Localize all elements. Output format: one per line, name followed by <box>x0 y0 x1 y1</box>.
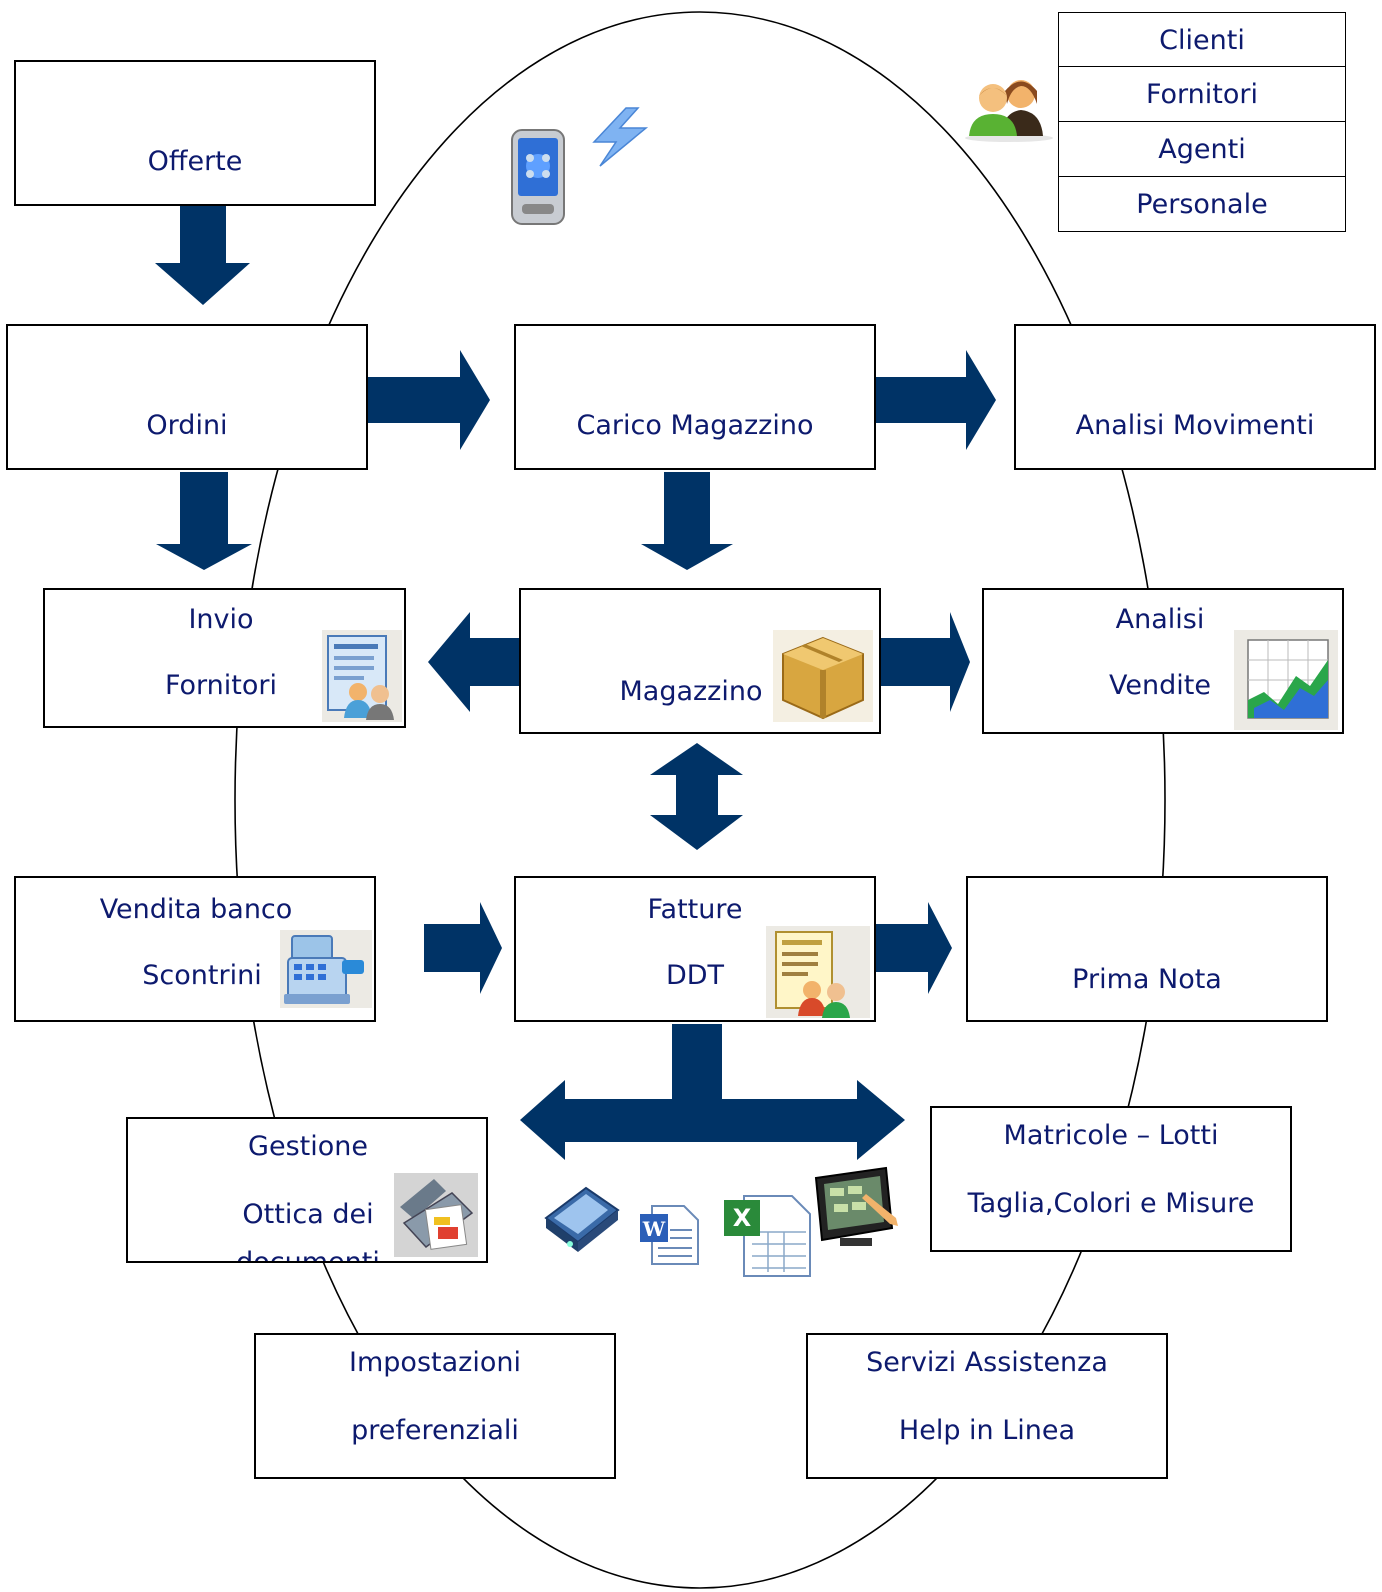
arrow-ordini-to-invio <box>156 472 252 570</box>
contacts-legend: Clienti Fornitori Agenti Personale <box>1058 12 1346 232</box>
box-impostazioni-line1: Impostazioni <box>349 1347 521 1378</box>
box-servizi-line2: Help in Linea <box>898 1415 1076 1446</box>
arrow-carico-to-magazzino <box>641 472 733 570</box>
box-ordini[interactable]: Ordini <box>6 324 368 470</box>
users-icon <box>965 80 1053 142</box>
box-impostazioni-line2: preferenziali <box>351 1415 519 1446</box>
legend-item-fornitori[interactable]: Fornitori <box>1058 67 1346 122</box>
box-fatture-line1: Fatture <box>647 894 743 925</box>
pda-icon <box>511 129 565 225</box>
sales-chart-icon <box>1234 630 1338 730</box>
legend-item-agenti[interactable]: Agenti <box>1058 122 1346 177</box>
box-analisi-movimenti[interactable]: Analisi Movimenti <box>1014 324 1376 470</box>
arrow-magazzino-to-analisi-vendite <box>880 612 970 712</box>
arrow-fatture-to-prima-nota <box>875 902 952 994</box>
box-vendita-banco[interactable]: Vendita banco Scontrini <box>14 876 376 1022</box>
box-matricole-lotti[interactable]: Matricole – Lotti Taglia,Colori e Misure <box>930 1106 1292 1252</box>
cash-register-icon <box>280 930 372 1008</box>
box-offerte-label: Offerte <box>147 146 243 177</box>
invoice-card-icon <box>766 926 870 1018</box>
box-offerte[interactable]: Offerte <box>14 60 376 206</box>
scanner-icon <box>544 1186 620 1252</box>
legend-item-clienti[interactable]: Clienti <box>1058 12 1346 67</box>
package-box-icon <box>773 630 873 722</box>
excel-document-icon: X <box>724 1195 811 1277</box>
arrow-offerte-to-ordini <box>155 205 250 305</box>
box-analisi-vendite-line1: Analisi <box>1115 604 1205 635</box>
box-servizi-line1: Servizi Assistenza <box>866 1347 1108 1378</box>
arrow-magazzino-to-invio <box>428 612 519 712</box>
box-vendita-banco-line1: Vendita banco <box>99 894 293 925</box>
box-analisi-movimenti-label: Analisi Movimenti <box>1075 410 1315 441</box>
arrow-fatture-split <box>520 1024 905 1160</box>
box-gestione-ottica[interactable]: Gestione Ottica dei documenti <box>126 1117 488 1263</box>
arrow-vendita-to-fatture <box>424 902 502 994</box>
box-prima-nota-label: Prima Nota <box>1072 964 1222 995</box>
box-ordini-label: Ordini <box>146 410 228 441</box>
box-impostazioni[interactable]: Impostazioni preferenziali <box>254 1333 616 1479</box>
box-invio-fornitori-line1: Invio <box>188 604 254 635</box>
arrow-ordini-to-carico <box>368 350 490 450</box>
svg-text:W: W <box>642 1217 666 1241</box>
box-carico-magazzino-label: Carico Magazzino <box>576 410 814 441</box>
arrow-magazzino-fatture-double <box>650 743 743 850</box>
box-carico-magazzino[interactable]: Carico Magazzino <box>514 324 876 470</box>
arrow-carico-to-analisi-movimenti <box>874 350 996 450</box>
box-gestione-ottica-line2: Ottica dei <box>242 1199 374 1230</box>
wireless-icon <box>592 107 649 167</box>
box-magazzino[interactable]: Magazzino <box>519 588 881 734</box>
box-gestione-ottica-line3: documenti <box>236 1247 380 1263</box>
legend-item-personale[interactable]: Personale <box>1058 177 1346 232</box>
box-analisi-vendite[interactable]: Analisi Vendite <box>982 588 1344 734</box>
box-invio-fornitori[interactable]: Invio Fornitori <box>43 588 406 728</box>
svg-text:X: X <box>733 1204 752 1232</box>
box-fatture-ddt[interactable]: Fatture DDT <box>514 876 876 1022</box>
box-gestione-ottica-line1: Gestione <box>248 1131 368 1162</box>
box-invio-fornitori-line2: Fornitori <box>164 670 278 701</box>
box-analisi-vendite-line2: Vendite <box>1109 670 1211 701</box>
supplier-card-icon <box>322 630 402 722</box>
box-matricole-line1: Matricole – Lotti <box>1003 1120 1219 1151</box>
box-vendita-banco-line2: Scontrini <box>142 960 262 991</box>
box-prima-nota[interactable]: Prima Nota <box>966 876 1328 1022</box>
word-document-icon: W <box>640 1205 699 1265</box>
box-magazzino-label: Magazzino <box>619 676 763 707</box>
box-fatture-line2: DDT <box>665 960 725 991</box>
box-matricole-line2: Taglia,Colori e Misure <box>967 1188 1255 1219</box>
scanner-document-icon <box>394 1173 478 1257</box>
touch-pos-icon <box>814 1166 898 1246</box>
box-servizi-assistenza[interactable]: Servizi Assistenza Help in Linea <box>806 1333 1168 1479</box>
